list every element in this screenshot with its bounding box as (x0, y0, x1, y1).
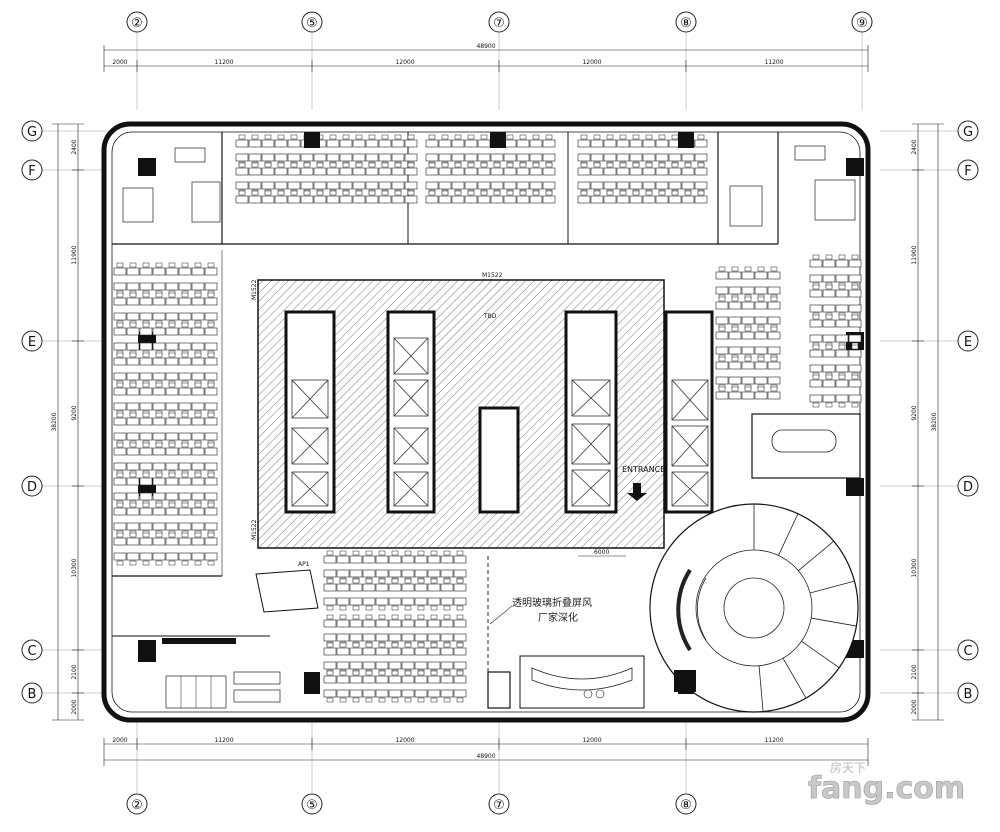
svg-text:12000: 12000 (582, 737, 601, 744)
corridor-code-left-lower: M1522 (251, 519, 258, 540)
svg-text:⑧: ⑧ (680, 798, 692, 813)
svg-text:2000: 2000 (112, 59, 127, 66)
svg-text:12000: 12000 (582, 59, 601, 66)
bench (162, 638, 236, 644)
svg-text:F: F (28, 164, 35, 179)
svg-text:D: D (27, 480, 37, 495)
grid-row-left: G F E D C B (21, 120, 43, 704)
svg-text:2000: 2000 (71, 699, 78, 714)
reception-desk (255, 569, 319, 613)
entrance-arrow-icon (627, 483, 647, 501)
svg-text:12000: 12000 (395, 737, 414, 744)
svg-text:10300: 10300 (911, 558, 918, 577)
corridor-code-left-upper: M1522 (251, 279, 258, 300)
svg-text:38200: 38200 (931, 412, 938, 431)
grid-col-2-label: ② (131, 16, 143, 31)
svg-text:C: C (963, 644, 972, 659)
svg-text:C: C (27, 644, 36, 659)
radial-partition (778, 513, 799, 556)
radial-partition (758, 665, 764, 712)
elevators (291, 337, 709, 507)
dimension-bottom (103, 738, 869, 766)
radial-partition (809, 580, 855, 594)
entrance-label: ENTRANCE (622, 465, 665, 474)
svg-text:2400: 2400 (71, 139, 78, 154)
radial-partition (782, 658, 807, 699)
svg-text:11900: 11900 (911, 245, 918, 264)
svg-text:B: B (28, 687, 37, 702)
svg-text:E: E (964, 335, 972, 350)
radial-partition (798, 540, 834, 572)
svg-text:11200: 11200 (214, 737, 233, 744)
svg-text:11900: 11900 (71, 245, 78, 264)
dimension-left (52, 123, 84, 721)
svg-text:2100: 2100 (911, 664, 918, 679)
svg-text:⑤: ⑤ (306, 798, 318, 813)
svg-text:②: ② (131, 798, 143, 813)
svg-text:11200: 11200 (764, 59, 783, 66)
svg-text:2400: 2400 (911, 139, 918, 154)
svg-text:E: E (28, 335, 36, 350)
grid-col-7-label: ⑦ (493, 16, 505, 31)
svg-text:2000: 2000 (112, 737, 127, 744)
grid-col-5-label: ⑤ (306, 16, 318, 31)
grid-row-right: G F E D C B (957, 120, 979, 704)
callout-line-2: 厂家深化 (538, 611, 578, 624)
grid-column-bottom: ② ⑤ ⑦ ⑧ (126, 793, 697, 815)
svg-text:B: B (964, 687, 973, 702)
radial-partition (811, 617, 857, 627)
svg-text:11200: 11200 (214, 59, 233, 66)
svg-text:12000: 12000 (395, 59, 414, 66)
svg-text:38200: 38200 (51, 412, 58, 431)
grid-col-8-label: ⑧ (680, 16, 692, 31)
svg-text:2100: 2100 (71, 664, 78, 679)
watermark: fang.com 房天下 (808, 760, 966, 806)
radial-partition (801, 640, 840, 668)
grid-column-top: ② ⑤ ⑦ ⑧ ⑨ (126, 11, 873, 33)
callout-line-1: 透明玻璃折叠屏风 (512, 596, 592, 609)
svg-text:D: D (963, 480, 973, 495)
corridor-code-top: M1522 (482, 272, 503, 279)
dim-6000-label: 6000 (594, 549, 609, 556)
svg-text:⑦: ⑦ (493, 798, 505, 813)
svg-text:9200: 9200 (911, 405, 918, 420)
round-exhibition-room (649, 503, 859, 713)
svg-text:11200: 11200 (764, 737, 783, 744)
svg-text:F: F (964, 164, 971, 179)
conference-table (771, 429, 837, 453)
tbd-label: TBD (483, 313, 497, 320)
meeting-table-left (122, 187, 154, 223)
watermark-brand: fang.com (808, 771, 965, 806)
bottom-total-dim: 48900 (476, 753, 495, 760)
svg-text:2000: 2000 (911, 699, 918, 714)
watermark-small: 房天下 (830, 760, 866, 775)
grid-col-9-label: ⑨ (856, 16, 868, 31)
top-total-dim: 48900 (476, 43, 495, 50)
meeting-table-right (729, 185, 763, 227)
ap1-label: AP1 (298, 561, 310, 568)
svg-text:G: G (963, 125, 973, 140)
svg-text:9200: 9200 (71, 405, 78, 420)
svg-text:G: G (27, 125, 37, 140)
dimension-right (912, 123, 944, 721)
top-office-strip (112, 132, 856, 245)
svg-text:10300: 10300 (71, 558, 78, 577)
dimension-top (103, 45, 869, 72)
workstations-bottom-middle (323, 550, 467, 703)
